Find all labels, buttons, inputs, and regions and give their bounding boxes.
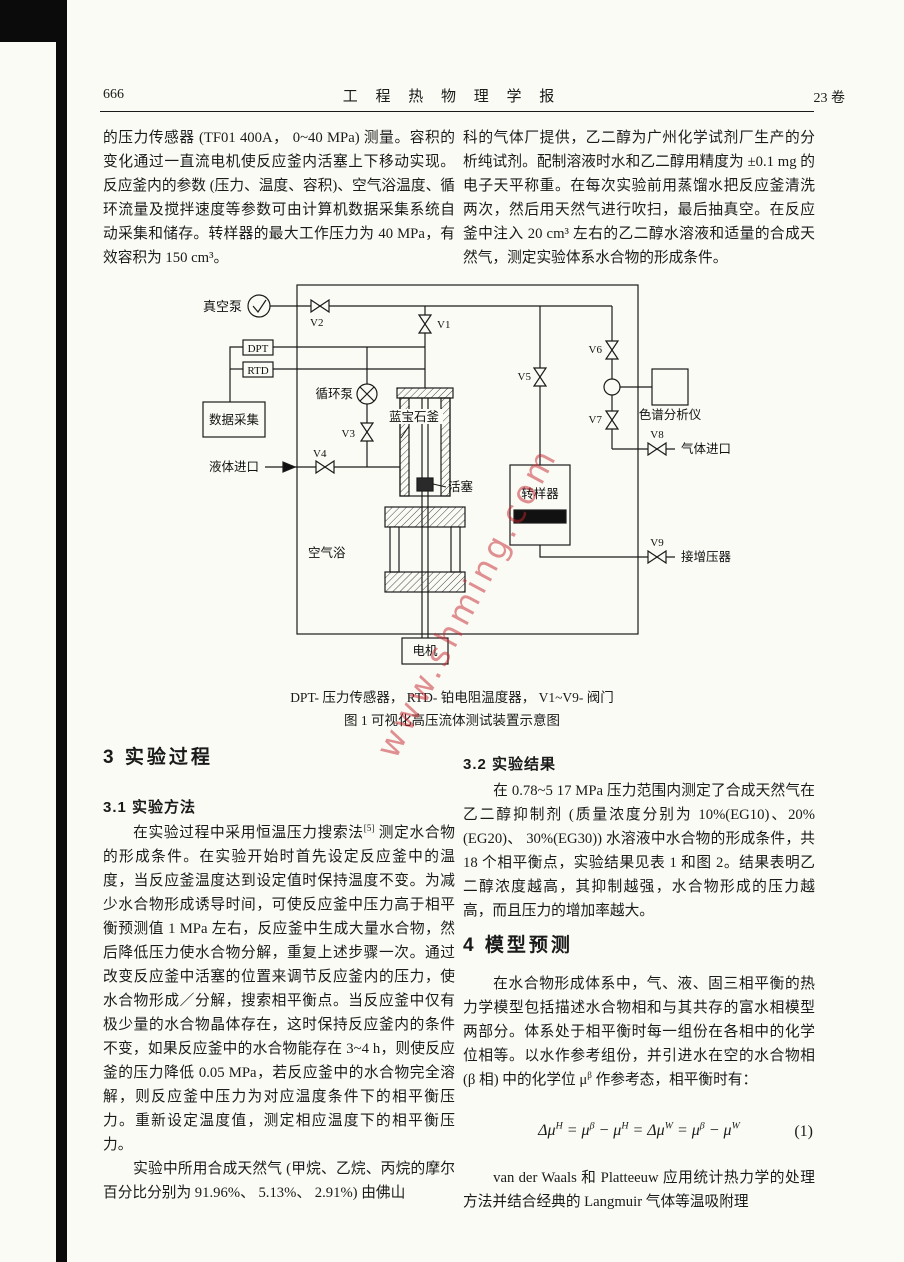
equation-body: ΔμH = μβ − μH = ΔμW = μβ − μW bbox=[538, 1120, 740, 1139]
liquid-inlet-label: 液体进口 bbox=[209, 459, 259, 474]
valve-v1-icon bbox=[417, 314, 433, 334]
chromatograph-label: 色谱分析仪 bbox=[639, 407, 702, 422]
v9-label: V9 bbox=[650, 537, 664, 549]
motor-box bbox=[401, 637, 449, 665]
valve-v4-icon bbox=[315, 459, 335, 475]
vacuum-pump-icon bbox=[247, 294, 271, 318]
v6-label: V6 bbox=[589, 344, 603, 356]
intro-paragraph-right: 科的气体厂提供，乙二醇为广州化学试剂厂生产的分析纯试剂。配制溶液时水和乙二醇用精… bbox=[463, 130, 815, 266]
booster-label: 接增压器 bbox=[681, 549, 732, 564]
intro-paragraph-left: 的压力传感器 (TF01 400A， 0~40 MPa) 测量。容积的变化通过一… bbox=[103, 130, 455, 266]
circulation-pump-label: 循环泵 bbox=[315, 387, 353, 401]
section-4-paragraph-1: 在水合物形成体系中，气、液、固三相平衡的热力学模型包括描述水合物相和与其共存的富… bbox=[463, 972, 815, 1092]
v3-label: V3 bbox=[342, 428, 356, 440]
section-3-1-title: 3.1 实验方法 bbox=[103, 799, 197, 816]
valve-v7-icon bbox=[604, 410, 620, 430]
piston-block bbox=[416, 477, 434, 492]
flow-arrow-icon bbox=[282, 461, 297, 473]
motor-label: 电机 bbox=[412, 644, 438, 658]
s4-p1-sup: β bbox=[587, 1070, 592, 1081]
scan-artifact-corner bbox=[0, 0, 67, 42]
valve-v9-icon bbox=[647, 549, 667, 565]
v4-label: V4 bbox=[313, 448, 327, 460]
section-4-title: 4 模型预测 bbox=[463, 935, 573, 956]
valve-v8-icon bbox=[647, 441, 667, 457]
valve-v5-icon bbox=[532, 367, 548, 387]
header-rule bbox=[100, 111, 814, 112]
data-acquisition-label: 数据采集 bbox=[209, 412, 260, 427]
sapphire-cell-label: 蓝宝石釜 bbox=[389, 409, 440, 424]
valves bbox=[310, 298, 667, 565]
s4-p1-pre: 在水合物形成体系中，气、液、固三相平衡的热力学模型包括描述水合物相和与其共存的富… bbox=[463, 976, 815, 1088]
chromatograph-box bbox=[651, 368, 689, 406]
dpt-label: DPT bbox=[248, 343, 269, 355]
figure-caption-legend: DPT- 压力传感器， RTD- 铂电阻温度器， V1~V9- 阀门 bbox=[290, 690, 614, 705]
section-3-2-title: 3.2 实验结果 bbox=[463, 756, 557, 773]
v1-label: V1 bbox=[437, 319, 450, 331]
figure-1-diagram: 真空泵 V2 V1 V3 V4 V5 V6 V7 V8 V9 DPT RTD 数… bbox=[202, 284, 732, 665]
section-3-2-paragraph-1: 在 0.78~5 17 MPa 压力范围内测定了合成天然气在乙二醇抑制剂 (质量… bbox=[463, 783, 815, 919]
gas-inlet-label: 气体进口 bbox=[681, 441, 731, 456]
v2-label: V2 bbox=[310, 317, 323, 329]
reference-5: [5] bbox=[363, 823, 375, 834]
section-4-paragraph-2: van der Waals 和 Platteeuw 应用统计热力学的处理方法并结… bbox=[463, 1170, 815, 1210]
equation-1: ΔμH = μβ − μH = ΔμW = μβ − μW (1) bbox=[463, 1120, 815, 1140]
s4-p1-post: 作参考态，相平衡时有： bbox=[591, 1072, 758, 1088]
section-3-title: 3 实验过程 bbox=[103, 747, 213, 768]
v8-label: V8 bbox=[650, 429, 664, 441]
journal-title: 工 程 热 物 理 学 报 bbox=[342, 89, 562, 105]
data-acquisition-box bbox=[202, 401, 266, 438]
sampler-box bbox=[509, 464, 571, 546]
sapphire-cell-assembly bbox=[384, 387, 466, 665]
rtd-label: RTD bbox=[247, 365, 268, 377]
components bbox=[202, 294, 689, 546]
valve-v3-icon bbox=[359, 422, 375, 442]
valve-v2-icon bbox=[310, 298, 330, 314]
v5-label: V5 bbox=[518, 371, 532, 383]
rtd-box bbox=[242, 361, 274, 378]
v7-label: V7 bbox=[589, 414, 603, 426]
s31-p1-post: 测定水合物的形成条件。在实验开始时首先设定反应釜中的温度，当反应釜温度达到设定值… bbox=[103, 825, 455, 1153]
sampler-label: 转样器 bbox=[521, 486, 559, 501]
air-bath-label: 空气浴 bbox=[308, 545, 346, 560]
scan-artifact-band bbox=[56, 0, 67, 1262]
valve-v6-icon bbox=[604, 340, 620, 360]
leader-lines bbox=[400, 425, 447, 488]
filter-connector-icon bbox=[603, 378, 621, 396]
s31-p1-pre: 在实验过程中采用恒温压力搜索法 bbox=[133, 825, 364, 841]
page-number: 666 bbox=[103, 87, 124, 102]
equation-number: (1) bbox=[794, 1123, 813, 1140]
section-3-1-paragraph-1: 在实验过程中采用恒温压力搜索法[5] 测定水合物的形成条件。在实验开始时首先设定… bbox=[103, 821, 455, 1157]
piston-label: 活塞 bbox=[448, 479, 474, 494]
section-3-1-paragraph-2: 实验中所用合成天然气 (甲烷、乙烷、丙烷的摩尔百分比分别为 91.96%、 5.… bbox=[103, 1161, 455, 1201]
dpt-box bbox=[242, 339, 274, 356]
figure-caption-title: 图 1 可视化高压流体测试装置示意图 bbox=[344, 713, 560, 728]
volume-label: 23 卷 bbox=[813, 91, 846, 106]
vacuum-pump-label: 真空泵 bbox=[203, 299, 242, 314]
